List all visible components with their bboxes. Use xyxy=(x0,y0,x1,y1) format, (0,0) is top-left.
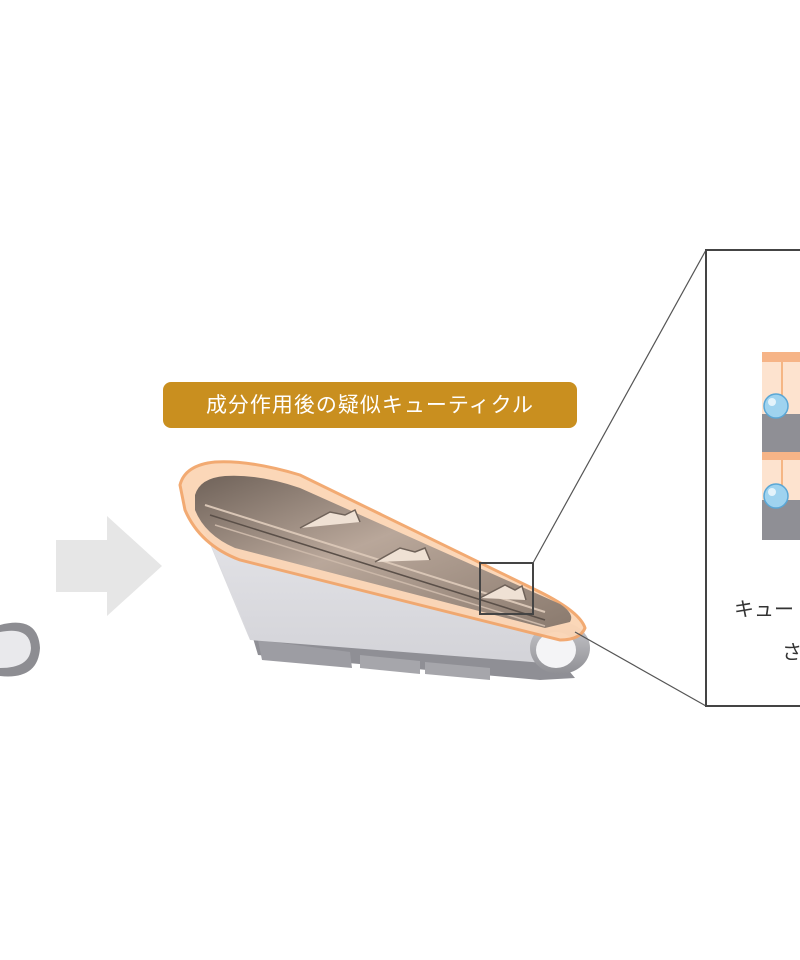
molecule-icon xyxy=(763,483,789,509)
molecule-icon xyxy=(763,393,789,419)
zoom-region-box xyxy=(479,562,534,615)
left-hair-cross-section xyxy=(0,622,40,677)
zoom-lines xyxy=(532,249,707,707)
pseudo-cuticle-label: 成分作用後の疑似キューティクル xyxy=(163,382,577,428)
right-arrow-icon xyxy=(56,516,162,616)
magnified-panel xyxy=(705,249,800,707)
zoom-caption-line-1: キュー xyxy=(734,597,794,621)
cuticle-layers xyxy=(195,475,572,628)
zoom-caption-line-2: さ xyxy=(782,640,800,664)
